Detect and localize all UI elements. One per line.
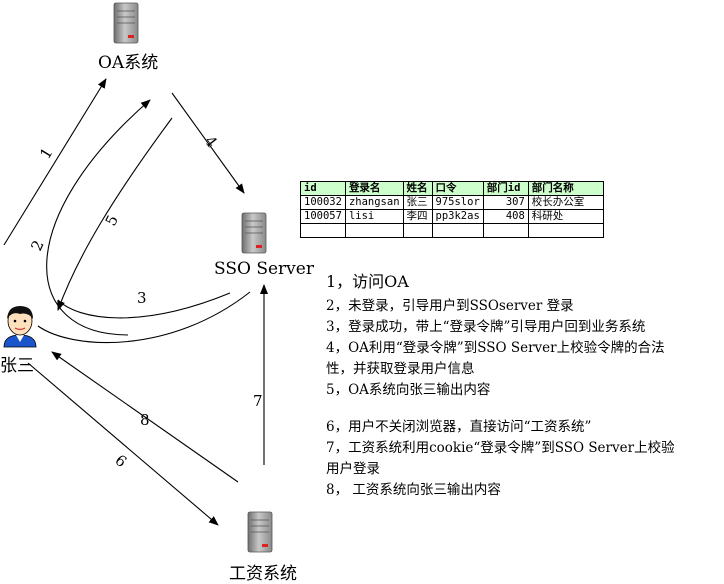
arrow-1	[3, 78, 107, 246]
arrow-5	[57, 117, 173, 311]
arrow-4	[171, 92, 245, 194]
oa-system-label: OA系统	[98, 53, 159, 73]
arrow-label-8: 8	[140, 411, 150, 429]
arrow-label-6: 6	[112, 451, 131, 471]
col-header-dept-name: 部门名称	[527, 181, 604, 196]
col-header-id: id	[300, 181, 346, 196]
cell-name: 李四	[402, 209, 433, 224]
step-7-continued: 用户登录	[326, 461, 380, 477]
table-row: 100057 lisi 李四 pp3k2as 408 科研处	[300, 209, 604, 224]
cell-password: pp3k2as	[431, 209, 484, 224]
col-header-login: 登录名	[344, 181, 404, 196]
arrow-3	[57, 292, 231, 319]
sso-server-label: SSO Server	[214, 259, 314, 279]
cell-dept-id: 307	[482, 195, 529, 210]
oa-server-icon	[113, 2, 139, 44]
step-list: 1，访问OA 2，未登录，引导用户到SSOserver 登录 3，登录成功，带上…	[326, 270, 724, 501]
arrow-8	[51, 351, 239, 483]
table-header-row: id 登录名 姓名 口令 部门id 部门名称	[300, 181, 604, 196]
arrow-2	[46, 99, 151, 336]
step-3: 3，登录成功，带上“登录令牌”引导用户回到业务系统	[326, 319, 646, 335]
arrow-label-4: 4	[201, 132, 221, 151]
arrow-2b	[37, 291, 251, 344]
step-8: 8， 工资系统向张三输出内容	[326, 482, 501, 498]
arrow-label-1: 1	[36, 144, 56, 162]
step-4-continued: 性，并获取登录用户信息	[326, 361, 475, 377]
salary-system-label: 工资系统	[229, 564, 297, 584]
cell-id: 100057	[300, 209, 346, 224]
step-4: 4，OA利用“登录令牌”到SSO Server上校验令牌的合法	[326, 340, 665, 356]
col-header-name: 姓名	[402, 181, 433, 196]
cell-login: zhangsan	[344, 195, 404, 210]
arrow-label-2: 2	[27, 237, 47, 253]
cell-password: 975slor	[431, 195, 484, 210]
table-row: 100032 zhangsan 张三 975slor 307 校长办公室	[300, 195, 604, 210]
user-avatar-icon	[3, 306, 37, 348]
arrow-label-3: 3	[137, 289, 147, 307]
user-table: id 登录名 姓名 口令 部门id 部门名称 100032 zhangsan 张…	[300, 181, 604, 238]
step-5: 5，OA系统向张三输出内容	[326, 382, 491, 398]
sso-server-icon	[241, 212, 267, 254]
cell-name: 张三	[402, 195, 433, 210]
step-1: 1，访问OA	[326, 272, 409, 291]
cell-dept-name: 校长办公室	[527, 195, 604, 210]
step-6: 6，用户不关闭浏览器，直接访问“工资系统”	[326, 419, 592, 435]
step-7: 7，工资系统利用cookie“登录令牌”到SSO Server上校验	[326, 440, 675, 456]
arrow-6	[27, 362, 219, 526]
cell-id: 100032	[300, 195, 346, 210]
table-empty-row	[300, 223, 604, 238]
cell-dept-id: 408	[482, 209, 529, 224]
arrow-label-7: 7	[253, 392, 263, 410]
user-name-label: 张三	[0, 356, 34, 376]
col-header-password: 口令	[431, 181, 484, 196]
arrow-label-5: 5	[102, 212, 122, 229]
step-2: 2，未登录，引导用户到SSOserver 登录	[326, 298, 574, 314]
salary-server-icon	[247, 511, 273, 553]
cell-login: lisi	[344, 209, 404, 224]
cell-dept-name: 科研处	[527, 209, 604, 224]
col-header-dept-id: 部门id	[482, 181, 529, 196]
